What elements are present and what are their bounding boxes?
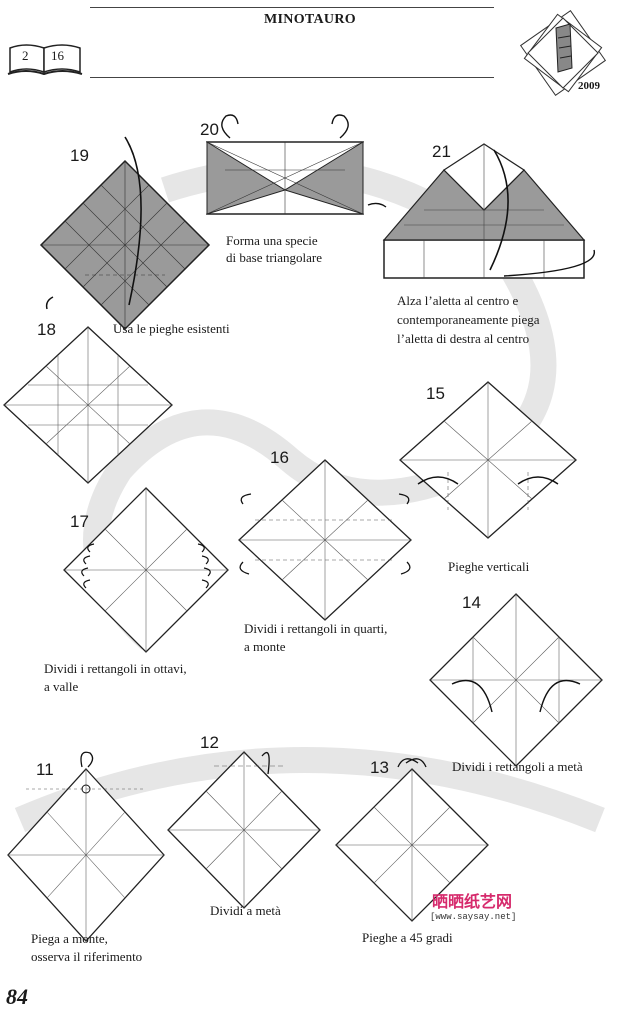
step-11-number: 11: [36, 760, 54, 780]
step-19-figure: [41, 137, 209, 329]
step-14-number: 14: [462, 593, 481, 613]
step-17-number: 17: [70, 512, 89, 532]
step-16-caption-line2: a monte: [244, 638, 286, 655]
step-12-caption: Dividi a metà: [210, 902, 281, 919]
step-17-caption-line1: Dividi i rettangoli in ottavi,: [44, 660, 187, 677]
step-20-caption-line2: di base triangolare: [226, 249, 322, 266]
step-16-number: 16: [270, 448, 289, 468]
step-20-figure: [207, 115, 363, 214]
step-21-caption-line2: contemporaneamente piega: [397, 311, 540, 328]
step-20-number: 20: [200, 120, 219, 140]
step-18-number: 18: [37, 320, 56, 340]
step-13-number: 13: [370, 758, 389, 778]
page-number: 84: [6, 984, 28, 1010]
step-21-caption-line1: Alza l’aletta al centro e: [397, 292, 518, 309]
step-15-number: 15: [426, 384, 445, 404]
step-11-caption-line1: Piega a monte,: [31, 930, 108, 947]
step-14-caption: Dividi i rettangoli a metà: [452, 758, 583, 775]
step-21-figure: [384, 144, 594, 278]
step-20-to-21-arrow: [368, 203, 386, 207]
step-16-caption-line1: Dividi i rettangoli in quarti,: [244, 620, 387, 637]
step-17-caption-line2: a valle: [44, 678, 78, 695]
step-21-number: 21: [432, 142, 451, 162]
watermark-url: [www.saysay.net]: [430, 912, 516, 922]
step-15-caption: Pieghe verticali: [448, 558, 529, 575]
step-12-number: 12: [200, 733, 219, 753]
watermark-logo: 晒晒纸艺网: [432, 888, 512, 912]
step-21-caption-line3: l’aletta di destra al centro: [397, 330, 529, 347]
step-13-caption: Pieghe a 45 gradi: [362, 929, 453, 946]
step-19-caption: Usa le pieghe esistenti: [113, 320, 230, 337]
step-11-caption-line2: osserva il riferimento: [31, 948, 142, 965]
step-20-caption-line1: Forma una specie: [226, 232, 318, 249]
step-14-figure: [430, 594, 602, 766]
step-15-figure: [400, 382, 576, 538]
step-19-number: 19: [70, 146, 89, 166]
